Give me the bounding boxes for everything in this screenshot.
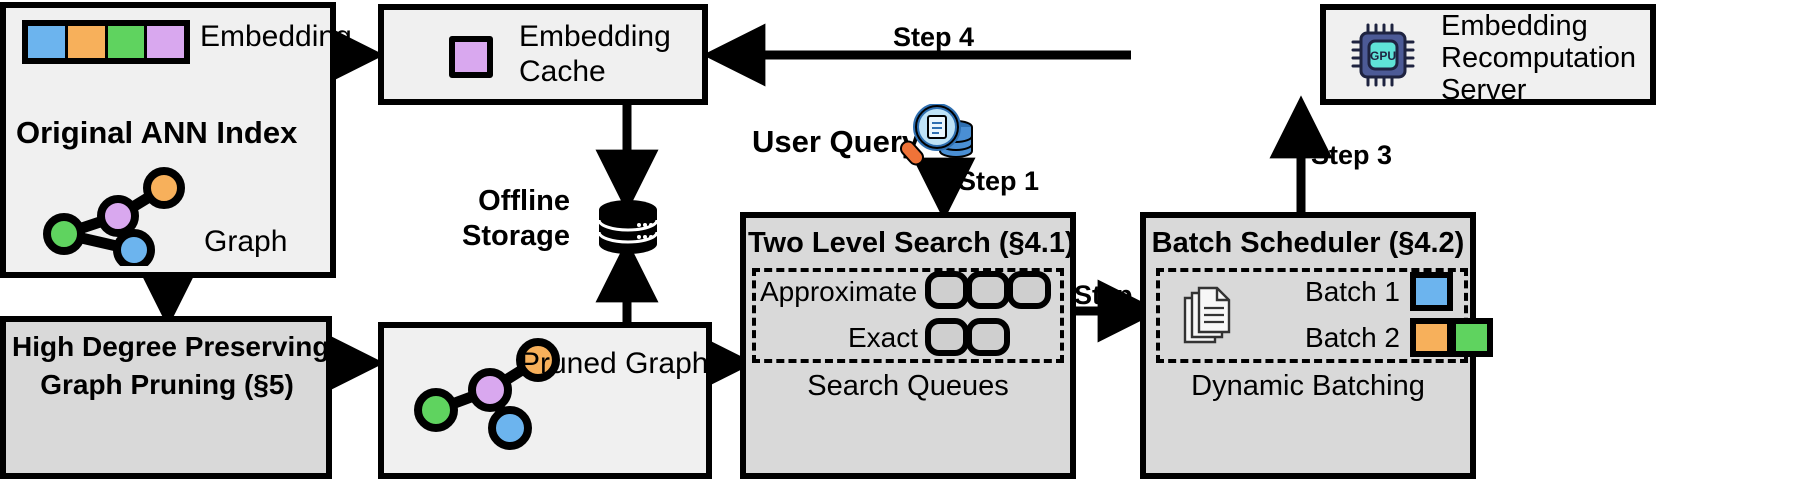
dynamic-batching-panel [1156,268,1468,363]
pruned-graph-icon [414,338,560,450]
graph-label: Graph [204,225,288,258]
gpu-icon-text: GPU [1370,49,1396,63]
original-ann-index-title: Original ANN Index [16,115,298,150]
two-level-search-box [740,212,1076,479]
embedding-cell-blue [28,26,68,58]
step1-label: Step 1 [958,166,1040,196]
graph-pruning-line2: Graph Pruning (§5) [40,369,294,400]
recomputation-server-line2: Recomputation [1441,42,1637,74]
offline-storage-line1: Offline [478,185,570,217]
search-queues-footer: Search Queues [807,370,1009,402]
search-queues-panel [752,268,1064,363]
step4-label: Step 4 [893,22,975,52]
batch-scheduler-title: Batch Scheduler (§4.2) [1151,227,1465,259]
exact-slot-1 [925,318,969,356]
recomputation-server-line3: Server [1441,74,1527,106]
exact-label: Exact [847,322,918,353]
approximate-slot-2 [966,271,1010,309]
gpu-chip-icon: GPU [1351,23,1415,87]
exact-slot-2 [966,318,1010,356]
approximate-slot-3 [1007,271,1051,309]
embedding-cell-orange [67,26,108,58]
embedding-cache-line1: Embedding [519,20,671,53]
embedding-cache-box [378,4,708,105]
embedding-cache-line2: Cache [519,55,606,88]
batch-2-label: Batch 2 [1305,322,1400,353]
database-cylinder-icon [597,200,659,254]
two-level-search-title: Two Level Search (§4.1) [748,227,1075,259]
batch-1-label: Batch 1 [1305,276,1400,307]
original-graph-icon [43,167,185,266]
documents-stack-icon [1183,286,1231,344]
batch-2-swatch-green [1450,318,1493,357]
graph-pruning-line1: High Degree Preserving [12,331,330,362]
dynamic-batching-footer: Dynamic Batching [1191,370,1425,402]
step3-label: Step 3 [1311,140,1393,170]
magnifier-database-icon [899,104,973,166]
embedding-cell-purple [147,26,184,58]
offline-storage-line2: Storage [462,220,570,252]
graph-pruning-box [0,316,332,479]
recomputation-server-line1: Embedding [1441,10,1588,42]
user-query-label: User Query [752,124,920,159]
embedding-cell-green [107,26,148,58]
embedding-cache-swatch [449,36,493,78]
embedding-label: Embedding [200,20,352,53]
approximate-slot-1 [925,271,969,309]
pruned-graph-label: Pruned Graph [520,347,709,380]
approximate-label: Approximate [760,276,918,307]
embedding-strip [22,20,190,64]
batch-1-swatch-blue [1410,272,1453,311]
batch-2-swatch-orange [1410,318,1453,357]
